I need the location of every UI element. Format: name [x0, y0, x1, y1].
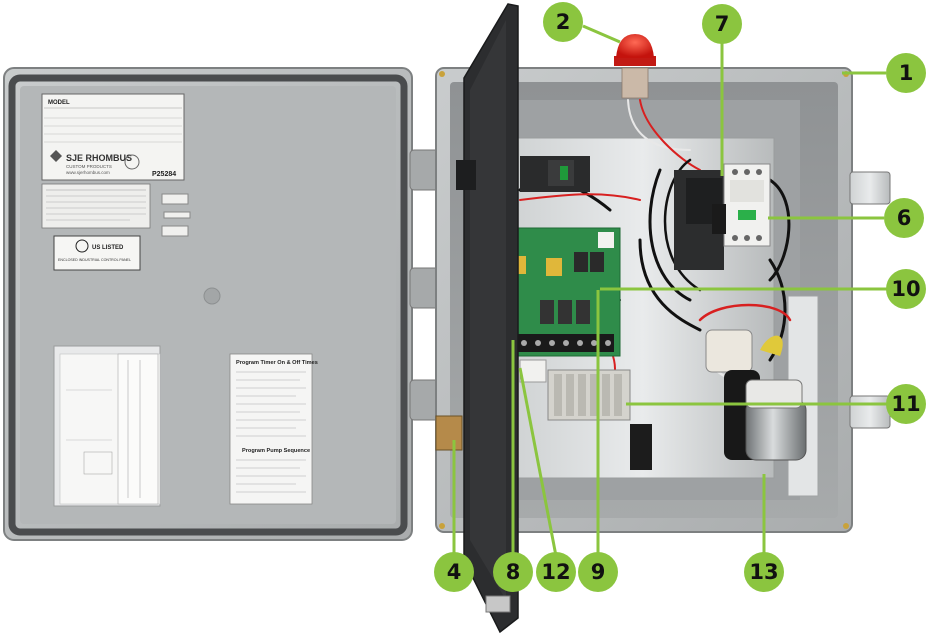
- latches: [849, 171, 891, 429]
- callout-7: 7: [702, 4, 742, 44]
- contactor-assembly: [674, 163, 771, 270]
- breaker-module: [520, 156, 590, 192]
- callout-1: 1: [886, 53, 926, 93]
- callout-13: 13: [744, 552, 784, 592]
- svg-text:9: 9: [591, 560, 606, 584]
- brand-name: SJE RHOMBUS: [66, 153, 132, 163]
- callout-8: 8: [493, 552, 533, 592]
- svg-text:4: 4: [447, 560, 462, 584]
- brand-logo-icon: [50, 150, 62, 162]
- serial-number: P25284: [152, 171, 176, 178]
- callout-2: 2: [543, 2, 583, 42]
- svg-text:6: 6: [897, 206, 912, 230]
- ul-logo-icon: [75, 239, 89, 253]
- ul-description: ENCLOSED INDUSTRIAL CONTROL PANEL: [58, 258, 131, 262]
- callout-6: 6: [884, 198, 924, 238]
- callout-12: 12: [536, 552, 576, 592]
- svg-text:11: 11: [891, 392, 920, 416]
- callout-4: 4: [434, 552, 474, 592]
- callout-10: 10: [886, 269, 926, 309]
- callout-11: 11: [886, 384, 926, 424]
- ul-mark: US LISTED: [92, 245, 124, 251]
- brand-site: www.sjerhombus.com: [66, 170, 110, 175]
- swung-door: [435, 3, 519, 634]
- circuit-board: [509, 227, 621, 383]
- ul-label: US LISTED ENCLOSED INDUSTRIAL CONTROL PA…: [53, 235, 141, 271]
- hinges: [409, 149, 441, 421]
- svg-text:7: 7: [715, 12, 730, 36]
- brand-sub: CUSTOM PRODUCTS: [66, 164, 112, 169]
- terminal-block: [547, 369, 652, 470]
- warning-label: [41, 183, 151, 229]
- instructions-card: Program Timer On & Off Times Program Pum…: [229, 353, 318, 505]
- door-connectors: [161, 193, 191, 237]
- model-label: MODEL: [48, 100, 70, 106]
- callout-leaders: [452, 24, 888, 557]
- alarm-beacon: [614, 34, 656, 99]
- pump-title: Program Pump Sequence: [242, 448, 310, 454]
- certification-seal-icon: [124, 154, 140, 170]
- callout-9: 9: [578, 552, 618, 592]
- document-pouch: [53, 345, 161, 507]
- svg-text:10: 10: [891, 277, 920, 301]
- svg-text:2: 2: [556, 10, 571, 34]
- capacitor-assembly: [705, 329, 807, 461]
- svg-text:12: 12: [541, 560, 570, 584]
- svg-text:13: 13: [749, 560, 778, 584]
- svg-text:1: 1: [899, 61, 914, 85]
- model-nameplate: MODEL SJE RHOMBUS CUSTOM PRODUCTS www.sj…: [41, 93, 185, 181]
- timer-title: Program Timer On & Off Times: [236, 360, 318, 366]
- svg-text:8: 8: [506, 560, 521, 584]
- wiring: [518, 99, 792, 401]
